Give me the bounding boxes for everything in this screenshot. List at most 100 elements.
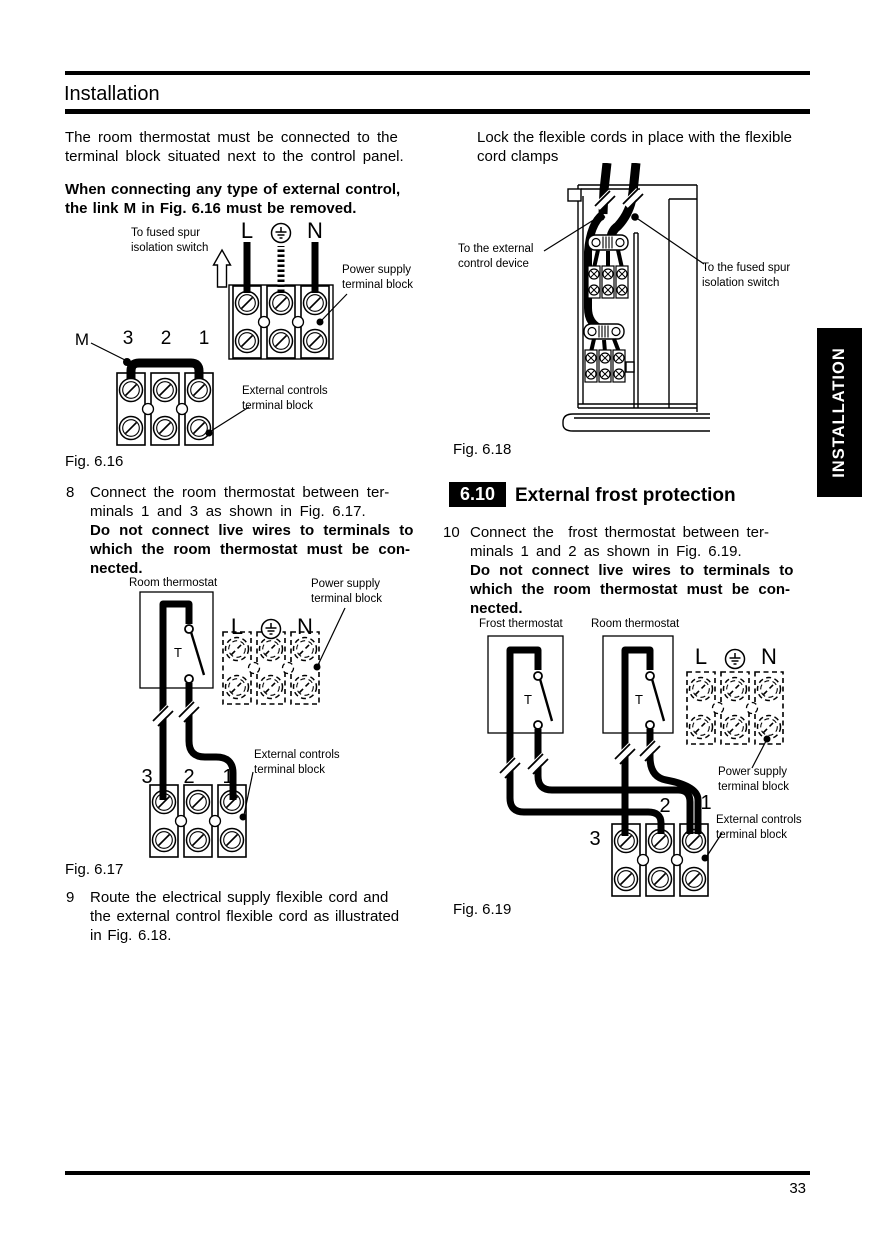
fig19-room-switch-label: T <box>635 692 643 707</box>
fig18-right-label: To the fused spur isolation switch <box>702 262 791 289</box>
external-label-leader-line <box>210 406 250 432</box>
power-terminal-block <box>233 286 329 358</box>
item8-warning-text: Do not connect live wires to terminals t… <box>90 522 414 577</box>
switch-contact-top <box>184 624 194 634</box>
item10-number: 10 <box>443 524 460 541</box>
fig17-neutral-label: N <box>297 614 313 639</box>
power-label-leader-dot <box>316 318 324 326</box>
fig19-external-label: External controls terminal block <box>716 814 802 841</box>
earth-symbol-icon <box>270 222 292 244</box>
power-label-leader-line <box>751 740 767 769</box>
power-terminal-block-dashed <box>223 632 319 704</box>
power-label-leader-line <box>320 293 348 322</box>
room-wire-right <box>646 729 702 834</box>
room-switch-blade <box>650 678 666 722</box>
para-lock-cords: Lock the flexible cords in place with th… <box>477 129 793 165</box>
room-switch-contact-bottom <box>645 720 655 730</box>
fig16-terminal-3-label: 3 <box>122 328 134 349</box>
fig19-frost-label: Frost thermostat <box>479 618 563 630</box>
right-leader-dot <box>631 213 639 221</box>
terminal-block-top <box>588 266 628 298</box>
fig-6-16-diagram <box>90 222 348 455</box>
fig16-terminal-2-label: 2 <box>160 328 172 349</box>
fig17-terminal-3-label: 3 <box>141 766 153 788</box>
fig16-terminal-1-label: 1 <box>198 328 210 349</box>
fig17-live-label: L <box>230 614 244 639</box>
earth-symbol-icon <box>724 648 746 670</box>
cord-clamp-bottom <box>583 323 625 340</box>
fig19-power-label: Power supply terminal block <box>718 766 789 793</box>
external-label-leader-dot <box>239 813 247 821</box>
item10-warning-text: Do not connect live wires to terminals t… <box>470 562 794 617</box>
fig16-spur-label: To fused spur isolation switch <box>131 227 209 254</box>
thermostat-wire-right <box>185 683 237 800</box>
fig17-terminal-2-label: 2 <box>183 766 195 788</box>
link-m-leader-dot <box>123 358 131 366</box>
power-label-leader-line <box>317 607 346 666</box>
section-title: External frost protection <box>515 485 736 506</box>
room-thermostat-box <box>602 635 674 734</box>
frost-switch-contact-top <box>533 671 543 681</box>
fig19-neutral-label: N <box>761 644 777 669</box>
fig19-live-label: L <box>694 644 708 669</box>
left-label-leader-line <box>543 215 601 252</box>
power-label-leader-dot <box>763 735 771 743</box>
external-label-leader-dot <box>205 429 213 437</box>
external-label-leader-dot <box>701 854 709 862</box>
frost-thermostat-box <box>487 635 564 734</box>
fig17-external-label: External controls terminal block <box>254 749 340 776</box>
footer-rule <box>65 1171 810 1175</box>
earth-symbol-icon <box>260 618 282 640</box>
room-wire-left <box>621 646 654 836</box>
switch-contact-bottom <box>184 674 194 684</box>
fig16-live-label: L <box>240 218 254 243</box>
fig16-power-label: Power supply terminal block <box>342 264 413 291</box>
frost-switch-contact-bottom <box>533 720 543 730</box>
fig17-terminal-1-label: 1 <box>222 766 234 788</box>
fig16-neutral-label: N <box>307 218 323 243</box>
frost-wire-left <box>506 646 665 834</box>
right-label-leader-line <box>637 218 705 265</box>
item8-text: Connect the room thermostat between ter-… <box>90 484 390 520</box>
fig17-power-label: Power supply terminal block <box>311 578 382 605</box>
fig19-terminal-3-label: 3 <box>589 828 601 850</box>
fig18-caption: Fig. 6.18 <box>453 441 512 458</box>
para-room-thermostat: The room thermostat must be connected to… <box>65 129 404 165</box>
fig-6-19-diagram <box>487 635 817 904</box>
terminal-block-bottom <box>585 350 625 382</box>
cord-clamp-top <box>587 234 629 251</box>
power-terminal-block-dashed <box>687 672 783 744</box>
fig18-left-label: To the external control device <box>458 243 534 270</box>
installation-side-tab-label: INSTALLATION <box>830 347 849 478</box>
fig17-room-label: Room thermostat <box>129 577 218 589</box>
external-label-leader-line <box>243 771 254 816</box>
link-m-leader-line <box>90 342 126 361</box>
item9-text: Route the electrical supply flexible cor… <box>90 889 400 944</box>
fig19-room-label: Room thermostat <box>591 618 680 630</box>
fig17-caption: Fig. 6.17 <box>65 861 124 878</box>
external-controls-terminal-block <box>117 373 213 445</box>
page-number: 33 <box>789 1180 806 1197</box>
fig-6-17-diagram <box>139 591 346 862</box>
section-number-badge: 6.10 <box>449 482 506 507</box>
room-thermostat-box <box>139 591 214 689</box>
item10-text: Connect the frost thermostat between ter… <box>470 524 769 560</box>
thermostat-wire-left <box>159 600 193 800</box>
boiler-casing-outline <box>562 184 710 432</box>
fig-6-18-diagram <box>543 163 710 432</box>
fan-wires-top <box>592 249 624 269</box>
fig19-terminal-1-label: 1 <box>700 792 712 814</box>
fig16-external-label: External controls terminal block <box>242 385 328 412</box>
fig19-caption: Fig. 6.19 <box>453 901 512 918</box>
header-rule-bottom <box>65 109 810 114</box>
left-leader-dot <box>597 213 605 221</box>
link-m-wire <box>126 358 204 379</box>
item9-number: 9 <box>66 889 75 906</box>
page-title: Installation <box>64 83 160 105</box>
installation-side-tab: INSTALLATION <box>817 328 862 497</box>
fig19-terminal-2-label: 2 <box>659 795 671 817</box>
up-arrow-icon <box>212 249 232 288</box>
fig19-frost-switch-label: T <box>524 692 532 707</box>
fig17-switch-label: T <box>174 645 182 660</box>
